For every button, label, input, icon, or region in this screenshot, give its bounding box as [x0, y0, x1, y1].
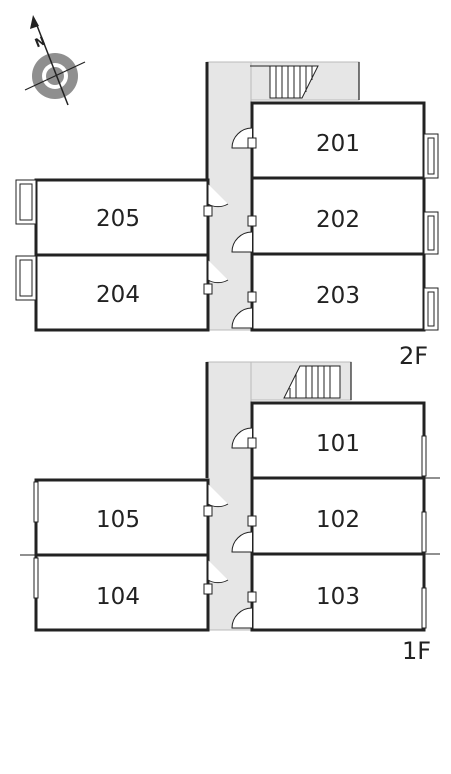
unit-label-203: 203: [316, 283, 360, 309]
compass-north-label: N: [33, 34, 48, 51]
unit-105: [34, 478, 210, 557]
unit-label-104: 104: [96, 584, 140, 610]
unit-label-204: 204: [96, 282, 140, 308]
floor-1f: 101 102 103 105 104 1F: [20, 361, 440, 665]
unit-205: [34, 178, 210, 257]
unit-label-102: 102: [316, 507, 360, 533]
unit-label-103: 103: [316, 584, 360, 610]
unit-203: [250, 252, 426, 332]
unit-label-105: 105: [96, 507, 140, 533]
unit-label-205: 205: [96, 206, 140, 232]
doors-2f-left: [203, 184, 229, 295]
doors-1f-left: [203, 484, 229, 595]
unit-104: [34, 553, 210, 632]
north-arrow-icon: [30, 15, 39, 29]
doors-2f-right: [231, 127, 257, 329]
doors-1f-right: [231, 427, 257, 629]
staircase-1f: [283, 365, 341, 399]
windows-1f: [20, 435, 440, 629]
balconies-2f: [15, 133, 439, 331]
floor-2f: 201 202 203 205 204 2F: [15, 61, 439, 370]
staircase-2f: [250, 65, 319, 99]
unit-label-202: 202: [316, 207, 360, 233]
floor-label-1f: 1F: [402, 637, 431, 665]
compass-rose-icon: N: [24, 15, 86, 106]
floor-label-2f: 2F: [399, 342, 428, 370]
unit-label-101: 101: [316, 431, 360, 457]
unit-label-201: 201: [316, 131, 360, 157]
